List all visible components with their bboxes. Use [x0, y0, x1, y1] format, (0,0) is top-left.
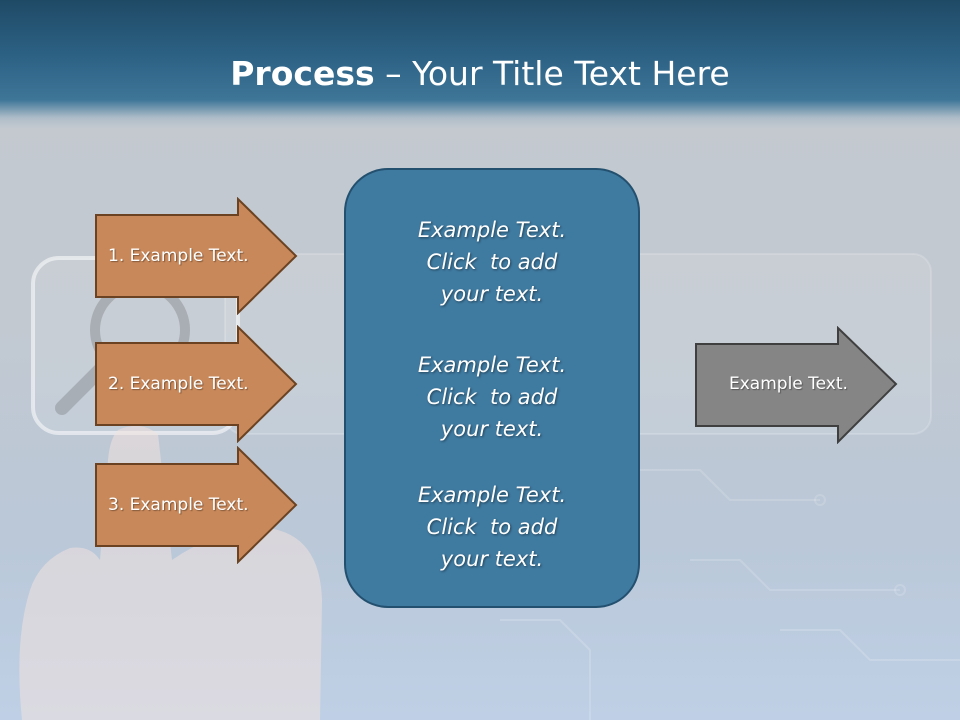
center-process-box: Example Text. Click to add your text. Ex…	[344, 168, 640, 608]
center-text-line: your text.	[440, 417, 544, 441]
step-arrow-3	[95, 446, 298, 564]
center-text-line: your text.	[440, 282, 544, 306]
center-text-line: Example Text.	[417, 483, 567, 507]
center-text-line: Click to add	[426, 515, 558, 539]
output-arrow-label: Example Text.	[729, 374, 848, 394]
center-text-line: Click to add	[426, 250, 558, 274]
circuit-lines	[500, 469, 960, 720]
center-text-line: your text.	[440, 547, 544, 571]
finger-hand-illustration	[19, 425, 322, 720]
title-band	[0, 0, 960, 128]
slide-title: Process – Your Title Text Here	[0, 52, 960, 96]
slide-title-bold: Process	[230, 54, 375, 93]
step-arrow-label-3: 3. Example Text.	[108, 495, 249, 515]
center-text-line: Click to add	[426, 385, 558, 409]
step-arrow-label-2: 2. Example Text.	[108, 374, 249, 394]
step-arrow-1	[95, 197, 298, 315]
center-text-block-3: Example Text. Click to add your text.	[346, 479, 638, 575]
center-text-block-1: Example Text. Click to add your text.	[346, 214, 638, 310]
center-text-line: Example Text.	[417, 218, 567, 242]
center-text-line: Example Text.	[417, 353, 567, 377]
center-text-block-2: Example Text. Click to add your text.	[346, 349, 638, 445]
step-arrow-2	[95, 325, 298, 443]
output-arrow	[695, 326, 898, 444]
slide-title-rest: – Your Title Text Here	[374, 54, 730, 93]
step-arrow-label-1: 1. Example Text.	[108, 246, 249, 266]
